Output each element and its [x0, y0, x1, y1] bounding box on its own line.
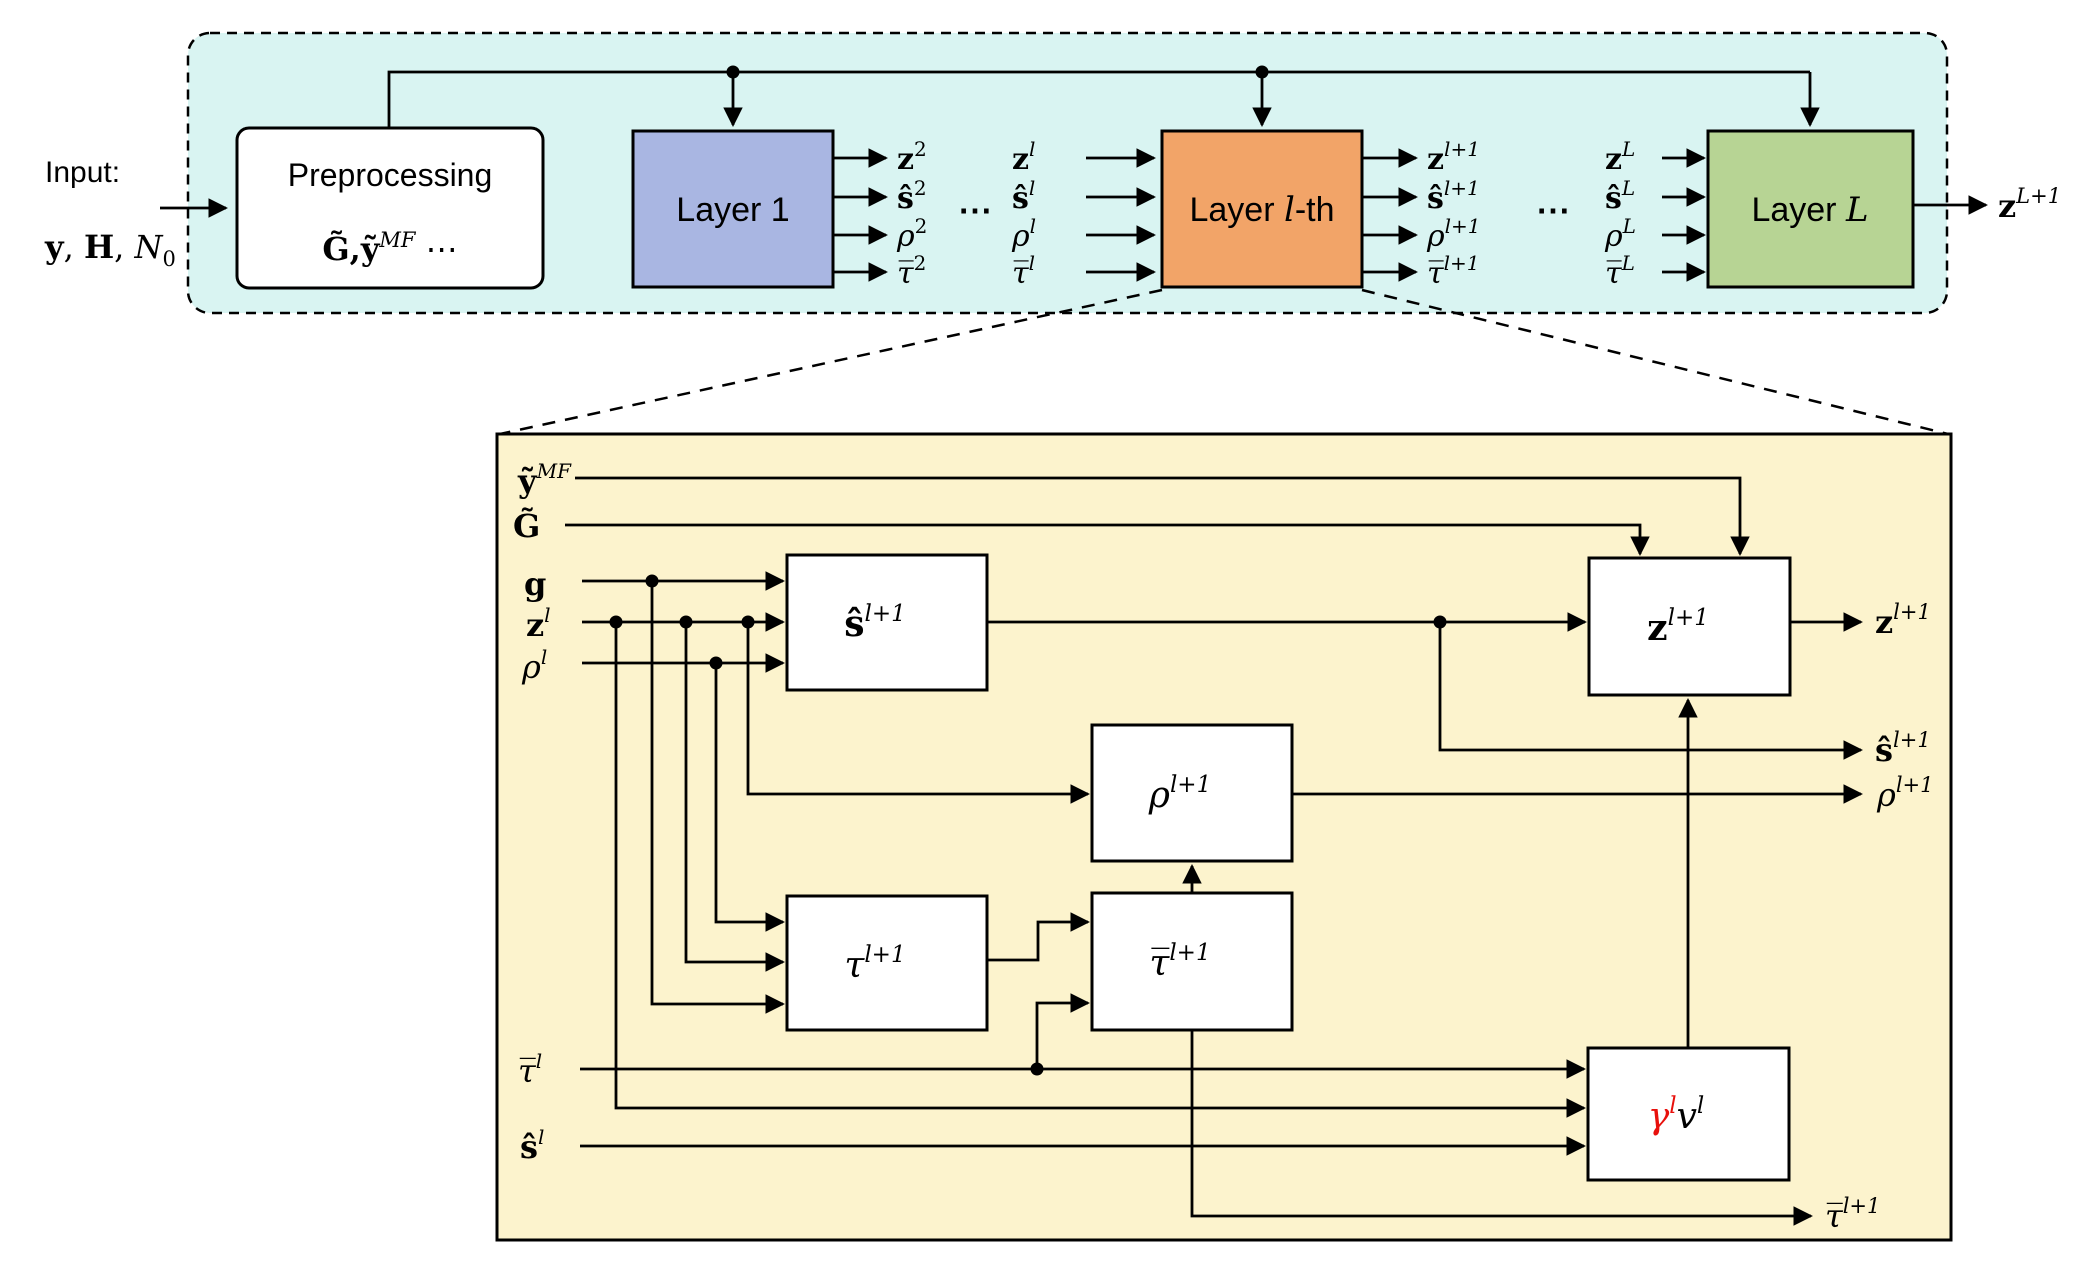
- sig-sl: ŝl: [1012, 176, 1035, 216]
- tau-update-label: τl+1: [844, 942, 905, 986]
- z-update-block: [1587, 556, 1792, 697]
- layerL-input-arrows: [1662, 148, 1706, 282]
- input-vars-label: y, H, N0: [44, 228, 176, 271]
- final-output-label: zL+1: [1998, 184, 2061, 225]
- sig-tau2: τ̅2: [897, 251, 926, 291]
- ellipsis-1: ⋯: [958, 191, 992, 231]
- sig-zl: zl: [1012, 137, 1035, 177]
- sig-sL: ŝL: [1605, 176, 1635, 216]
- sig-sl1: ŝl+1: [1427, 176, 1480, 216]
- layer-l-block: [1160, 129, 1364, 289]
- layerl-output-arrows: [1362, 148, 1418, 282]
- tau-update-block: [785, 894, 989, 1032]
- shat-update-label: ŝl+1: [844, 601, 906, 645]
- sig-taul: τ̅l: [1012, 251, 1035, 291]
- layer-l-label: Layer l-th: [1189, 190, 1334, 230]
- layer-1-label: Layer 1: [676, 191, 789, 229]
- input-shat-label: ŝl: [520, 1125, 544, 1166]
- output-shat-label: ŝl+1: [1875, 728, 1931, 769]
- taubar-update-block: [1090, 891, 1294, 1032]
- z-update-label: zl+1: [1647, 605, 1709, 649]
- output-z-label: zl+1: [1875, 600, 1931, 641]
- preprocessing-outputs-label: G̃,ỹMF ⋯: [322, 228, 457, 268]
- detail-connectors: [565, 476, 1863, 1226]
- sig-zL: zL: [1605, 137, 1635, 177]
- sig-rhoL: ρL: [1604, 214, 1636, 254]
- input-label: Input:: [45, 156, 120, 189]
- layer-L-block: [1706, 129, 1915, 289]
- overview-panel: [186, 31, 1949, 315]
- layer-1-block: [631, 129, 835, 289]
- layer1-output-arrows: [833, 148, 888, 282]
- input-ymf-label: ỹMF: [517, 459, 572, 500]
- sig-rhol: ρl: [1011, 214, 1036, 254]
- input-taubar-label: τ̅l: [518, 1049, 542, 1090]
- sig-rhol1: ρl+1: [1426, 214, 1481, 254]
- gamma-v-block: [1586, 1046, 1791, 1182]
- sig-rho2: ρ2: [896, 214, 927, 254]
- rho-update-block: [1090, 723, 1294, 863]
- preprocessing-title: Preprocessing: [288, 157, 493, 193]
- preprocessing-block: [235, 126, 545, 290]
- input-rho-label: ρl: [521, 645, 547, 686]
- gamma-v-label: γlvl: [1648, 1093, 1705, 1137]
- ellipsis-2: ⋯: [1536, 191, 1570, 231]
- layer-L-label: Layer L: [1751, 190, 1868, 230]
- feedback-line: [387, 65, 1820, 128]
- sig-zl1: zl+1: [1427, 137, 1480, 177]
- output-rho-label: ρl+1: [1876, 773, 1934, 814]
- input-g-label: g: [524, 565, 546, 603]
- sig-z2: z2: [897, 137, 927, 177]
- rho-update-label: ρl+1: [1148, 772, 1211, 816]
- output-taubar-label: τ̅l+1: [1825, 1194, 1880, 1235]
- sig-tauL: τ̅L: [1605, 251, 1635, 291]
- input-g-matrix-label: G̃: [513, 507, 540, 545]
- input-z-label: zl: [526, 603, 551, 644]
- sig-s2: ŝ2: [897, 176, 927, 216]
- layerl-input-arrows: [1086, 148, 1156, 282]
- shat-update-block: [785, 553, 989, 692]
- sig-taul1: τ̅l+1: [1427, 251, 1480, 291]
- expansion-lines: [499, 288, 1949, 436]
- taubar-update-label: τ̅l+1: [1149, 940, 1210, 984]
